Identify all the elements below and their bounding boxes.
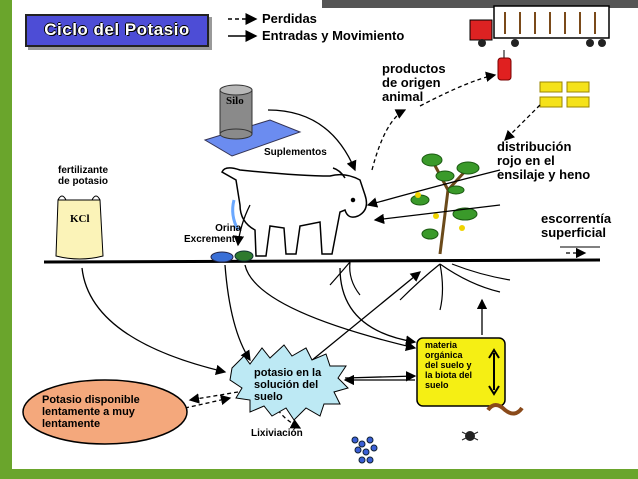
animal-products-label: productos de origen animal: [382, 61, 446, 104]
frame-left-bar: [0, 0, 12, 479]
leached-ions-icon: [351, 436, 378, 464]
urine-stream: [231, 199, 240, 231]
silo-label: Silo: [226, 95, 244, 107]
slow-potassium-ellipse: [22, 379, 188, 445]
animal-product-icon: [497, 50, 512, 81]
livestock-truck: [469, 5, 610, 47]
legend-inputs-label: Entradas y Movimiento: [262, 28, 405, 43]
hay-bales-icon: [539, 81, 590, 108]
kcl-label: KCl: [70, 213, 90, 225]
supplements-label: Suplementos: [264, 147, 327, 158]
silo-illustration: [203, 84, 302, 157]
slow-potassium-label: Potasio disponible lentamente a muy lent…: [42, 394, 140, 430]
root-system: [329, 261, 511, 311]
urine-puddle: [210, 251, 234, 263]
frame-top-bar: [322, 0, 638, 8]
frame-bottom-bar: [0, 469, 638, 479]
fertilizer-label: fertilizante de potasio: [58, 165, 109, 187]
leaching-label: Lixiviación: [251, 428, 303, 439]
soil-solution-burst: [229, 344, 349, 421]
runoff-label: escorrentía superficial: [541, 211, 612, 240]
cow-illustration: [221, 167, 368, 257]
diagram-title: Ciclo del Potasio: [44, 20, 190, 39]
organic-matter-box: [416, 337, 506, 407]
distribution-label: distribución rojo en el ensilaje y heno: [497, 139, 591, 182]
soil-organisms-icon: [461, 403, 524, 441]
organic-matter-label: materia orgánica del suelo y la biota de…: [425, 340, 473, 390]
soil-surface-line: [43, 258, 601, 264]
plant-illustration: [410, 153, 480, 255]
soil-solution-label: potasio en la solución del suelo: [254, 367, 322, 403]
title-banner: Ciclo del Potasio: [25, 14, 209, 47]
flow-arrows: [81, 71, 587, 429]
excrement-pile: [234, 250, 254, 262]
urine-excrement-label: Orina Excremento: [184, 223, 242, 245]
fertilizer-bag: [55, 195, 104, 260]
legend-losses-label: Perdidas: [262, 11, 317, 26]
